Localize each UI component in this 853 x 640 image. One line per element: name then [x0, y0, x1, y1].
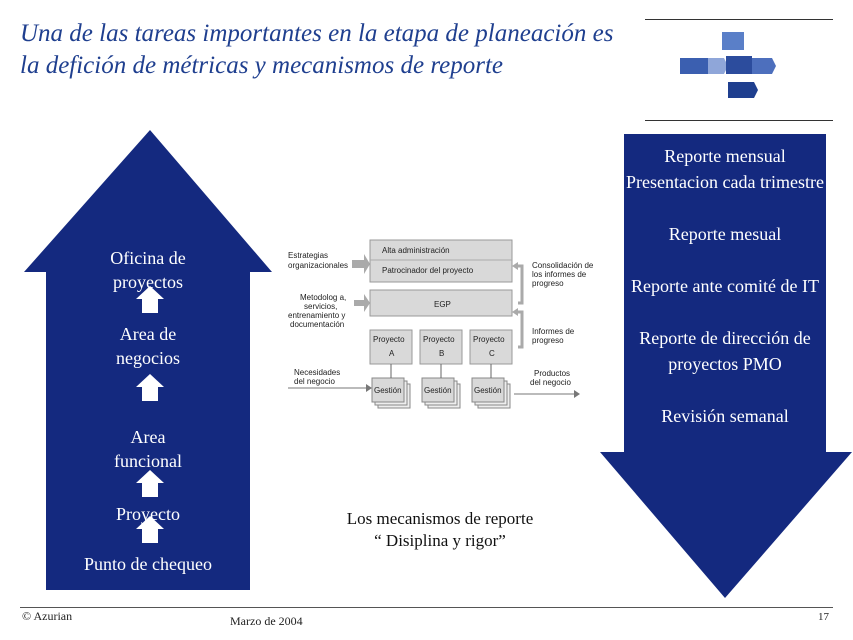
- footer-date: Marzo de 2004: [230, 614, 303, 628]
- up-item-area-funcional: Area funcional: [114, 427, 182, 471]
- right-up-arrow-2-icon: [512, 308, 518, 316]
- slide-title: Una de las tareas importantes en la etap…: [20, 20, 614, 79]
- gestion-a-stack: Gestión: [371, 377, 411, 409]
- right-label-1-c: progreso: [532, 279, 564, 288]
- project-b-line1: Proyecto: [423, 335, 455, 344]
- left-arrow-1-icon: [352, 254, 370, 274]
- left-arrow-2-icon: [354, 294, 370, 312]
- top-management-box: [369, 239, 513, 283]
- caption-line-1: Los mecanismos de reporte: [346, 509, 534, 528]
- egp-label: EGP: [434, 300, 451, 309]
- left-arrow-3-icon: [366, 384, 372, 392]
- left-label-2-d: documentación: [290, 320, 344, 329]
- down-item-reporte-mensual: Reporte mensual Presentacion cada trimes…: [626, 146, 824, 192]
- left-label-2-a: Metodolog a,: [300, 293, 346, 302]
- down-arrow-list: Reporte mensual Presentacion cada trimes…: [615, 143, 835, 429]
- right-label-3-b: del negocio: [530, 378, 571, 387]
- small-up-arrow-icon: [136, 516, 164, 543]
- left-label-1-a: Estrategias: [288, 251, 328, 260]
- right-label-1-b: los informes de: [532, 270, 587, 279]
- left-label-2-c: entrenamiento y: [288, 311, 345, 320]
- project-b-line2: B: [439, 349, 444, 358]
- top-box-1-label: Alta administración: [382, 246, 450, 255]
- footer-page-number: 17: [818, 611, 829, 623]
- right-label-1-a: Consolidación de: [532, 261, 594, 270]
- right-label-2-b: progreso: [532, 336, 564, 345]
- up-item-proyecto: Proyecto: [116, 504, 180, 524]
- project-a-box: [369, 329, 413, 365]
- right-out-arrow-icon: [574, 390, 580, 398]
- footer-rule: [20, 607, 833, 608]
- thumbnail-top-rule: [645, 19, 833, 20]
- diagram-caption: Los mecanismos de reporte “ Disiplina y …: [300, 508, 580, 552]
- up-item-oficina: Oficina de proyectos: [110, 248, 186, 292]
- down-item-comite-it: Reporte ante comité de IT: [631, 276, 819, 296]
- footer-copyright: © Azurian: [22, 609, 73, 623]
- right-label-3-a: Productos: [534, 369, 570, 378]
- up-item-punto-chequeo: Punto de chequeo: [84, 554, 212, 574]
- left-label-2-b: servicios,: [304, 302, 337, 311]
- gestion-c-stack: Gestión: [471, 377, 511, 409]
- right-label-2-a: Informes de: [532, 327, 575, 336]
- project-c-line1: Proyecto: [473, 335, 505, 344]
- gestion-b-label: Gestión: [424, 386, 452, 395]
- down-item-pmo: Reporte de dirección de proyectos PMO: [639, 328, 811, 374]
- project-c-box: [469, 329, 513, 365]
- top-box-2-label: Patrocinador del proyecto: [382, 266, 474, 275]
- project-c-line2: C: [489, 349, 495, 358]
- small-up-arrow-icon: [136, 374, 164, 401]
- governance-diagram: Alta administración Patrocinador del pro…: [288, 239, 594, 409]
- gestion-c-label: Gestión: [474, 386, 502, 395]
- small-up-arrow-icon: [136, 286, 164, 313]
- down-item-revision-semanal: Revisión semanal: [661, 406, 789, 426]
- caption-line-2: “ Disiplina y rigor”: [374, 531, 506, 550]
- down-item-reporte-mesual: Reporte mesual: [668, 224, 782, 244]
- right-up-arrow-1-icon: [512, 262, 518, 270]
- egp-box: [369, 289, 513, 317]
- gestion-a-label: Gestión: [374, 386, 402, 395]
- small-up-arrow-icon: [136, 470, 164, 497]
- project-a-line1: Proyecto: [373, 335, 405, 344]
- left-label-1-b: organizacionales: [288, 261, 348, 270]
- left-label-3-b: del negocio: [294, 377, 335, 386]
- gestion-b-stack: Gestión: [421, 377, 461, 409]
- thumbnail-bottom-rule: [645, 120, 833, 121]
- left-label-3-a: Necesidades: [294, 368, 340, 377]
- process-thumbnail-icon: [680, 32, 776, 98]
- project-a-line2: A: [389, 349, 395, 358]
- down-arrow-shape: [600, 134, 852, 598]
- up-item-area-negocios: Area de negocios: [116, 324, 180, 368]
